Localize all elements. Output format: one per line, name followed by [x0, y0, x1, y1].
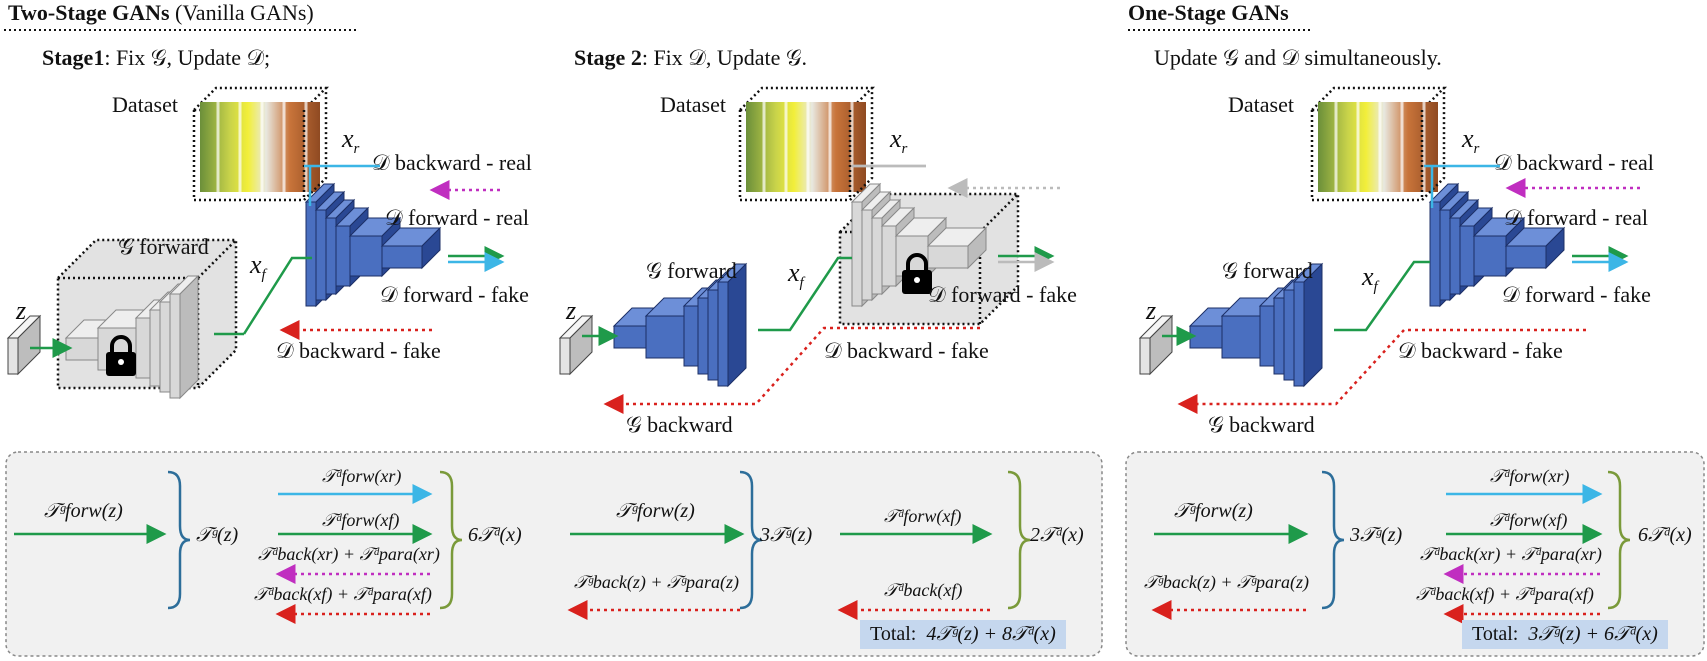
- one-stage-heading: Update 𝒢 and 𝒟 simultaneously.: [1154, 45, 1442, 70]
- formula-t-back-xf: 𝒯ᵈback(xf) + 𝒯ᵈpara(xf): [1416, 584, 1594, 604]
- d-backward-real-label: 𝒟 backward - real: [1494, 150, 1654, 175]
- formula-t-back-d-xf: 𝒯ᵈback(xf): [884, 580, 963, 600]
- d-backward-fake-label: 𝒟 backward - fake: [276, 338, 441, 363]
- formula-six-td: 6𝒯ᵈ(x): [468, 524, 522, 546]
- generator-network: [1188, 262, 1324, 388]
- formula-t-forw-d-xf: 𝒯ᵈforw(xf): [884, 506, 962, 526]
- g-forward-label: 𝒢 forward: [1222, 258, 1313, 283]
- g-backward-label: 𝒢 backward: [1208, 412, 1315, 437]
- formula-t-g: 𝒯ᵍ(z): [196, 524, 239, 546]
- formula-t-forw-g: 𝒯ᵍforw(z): [616, 500, 695, 522]
- d-backward-fake-label: 𝒟 backward - fake: [1398, 338, 1563, 363]
- stage2-heading: Stage 2: Fix 𝒟, Update 𝒢.: [574, 45, 808, 70]
- one-stage-title: One-Stage GANs: [1128, 0, 1289, 25]
- edge-xf: [1334, 260, 1430, 332]
- formula-t-forw-g: 𝒯ᵍforw(z): [1174, 500, 1253, 522]
- edge-g-backward: [603, 326, 980, 414]
- xr-label: xr: [890, 124, 908, 158]
- generator-network: [64, 274, 200, 400]
- d-forward-fake-label: 𝒟 forward - fake: [1502, 282, 1651, 307]
- g-forward-label: 𝒢 forward: [646, 258, 737, 283]
- xr-label: xr: [342, 124, 360, 158]
- formula-t-back-xr: 𝒯ᵈback(xr) + 𝒯ᵈpara(xr): [1420, 544, 1602, 564]
- formula-six-td: 6𝒯ᵈ(x): [1638, 524, 1692, 546]
- edge-xf: [758, 256, 852, 332]
- brace: [1607, 470, 1631, 610]
- dataset-label: Dataset: [660, 92, 726, 117]
- formula-t-forw-d-xf: 𝒯ᵈforw(xf): [322, 510, 400, 530]
- two-stage-title: Two-Stage GANs (Vanilla GANs): [8, 0, 314, 25]
- d-backward-real-label: 𝒟 backward - real: [372, 150, 532, 175]
- g-backward-label: 𝒢 backward: [626, 412, 733, 437]
- formula-t-back-g: 𝒯ᵍback(z) + 𝒯ᵍpara(z): [574, 572, 739, 592]
- discriminator-network: [850, 182, 988, 308]
- z-label: z: [566, 296, 577, 325]
- z-label: z: [16, 296, 27, 325]
- brace: [1007, 470, 1031, 610]
- dataset-cube: [190, 86, 330, 202]
- discriminator-network: [1428, 182, 1566, 308]
- z-input: [1138, 314, 1174, 376]
- dataset-label: Dataset: [112, 92, 178, 117]
- formula-t-back-xr: 𝒯ᵈback(xr) + 𝒯ᵈpara(xr): [258, 544, 440, 564]
- lock-icon: [902, 253, 932, 294]
- cost-panel-one-stage: [1125, 451, 1705, 657]
- z-input: [6, 314, 42, 376]
- brace: [1321, 470, 1345, 610]
- d-forward-fake-label: 𝒟 forward - fake: [380, 282, 529, 307]
- g-forward-label: 𝒢 forward: [118, 234, 209, 259]
- d-forward-fake-label: 𝒟 forward - fake: [928, 282, 1077, 307]
- dataset-cube: [1308, 86, 1448, 202]
- total-one-stage: Total: 3𝒯ᵍ(z) + 6𝒯ᵈ(x): [1462, 620, 1668, 649]
- formula-t-forw-d-xr: 𝒯ᵈforw(xr): [322, 466, 402, 486]
- dataset-cube: [736, 86, 876, 202]
- stage1-heading: Stage1: Fix 𝒢, Update 𝒟;: [42, 45, 271, 70]
- formula-three-tg: 3𝒯ᵍ(z): [760, 524, 813, 546]
- edge-xf: [242, 256, 312, 335]
- z-label: z: [1146, 296, 1157, 325]
- formula-t-back-g: 𝒯ᵍback(z) + 𝒯ᵍpara(z): [1144, 572, 1309, 592]
- formula-two-td: 2𝒯ᵈ(x): [1030, 524, 1084, 546]
- formula-t-back-xf: 𝒯ᵈback(xf) + 𝒯ᵈpara(xf): [254, 584, 432, 604]
- d-forward-real-label: 𝒟 forward - real: [385, 205, 529, 230]
- formula-t-forw-d-xf: 𝒯ᵈforw(xf): [1490, 510, 1568, 530]
- d-forward-real-label: 𝒟 forward - real: [1504, 205, 1648, 230]
- brace: [439, 470, 463, 610]
- generator-network: [612, 262, 748, 388]
- xr-label: xr: [1462, 124, 1480, 158]
- formula-three-tg: 3𝒯ᵍ(z): [1350, 524, 1403, 546]
- brace: [167, 470, 191, 610]
- total-two-stage: Total: 4𝒯ᵍ(z) + 8𝒯ᵈ(x): [860, 620, 1066, 649]
- d-backward-fake-label: 𝒟 backward - fake: [824, 338, 989, 363]
- xf-label: xf: [1362, 262, 1378, 296]
- formula-t-forw-g: 𝒯ᵍforw(z): [44, 500, 123, 522]
- dataset-label: Dataset: [1228, 92, 1294, 117]
- brace: [739, 470, 763, 610]
- xf-label: xf: [250, 250, 266, 284]
- lock-icon: [106, 335, 136, 376]
- z-input: [558, 314, 594, 376]
- edge-g-backward: [1177, 328, 1586, 414]
- xf-label: xf: [788, 258, 804, 292]
- formula-t-forw-d-xr: 𝒯ᵈforw(xr): [1490, 466, 1570, 486]
- discriminator-network: [304, 182, 442, 308]
